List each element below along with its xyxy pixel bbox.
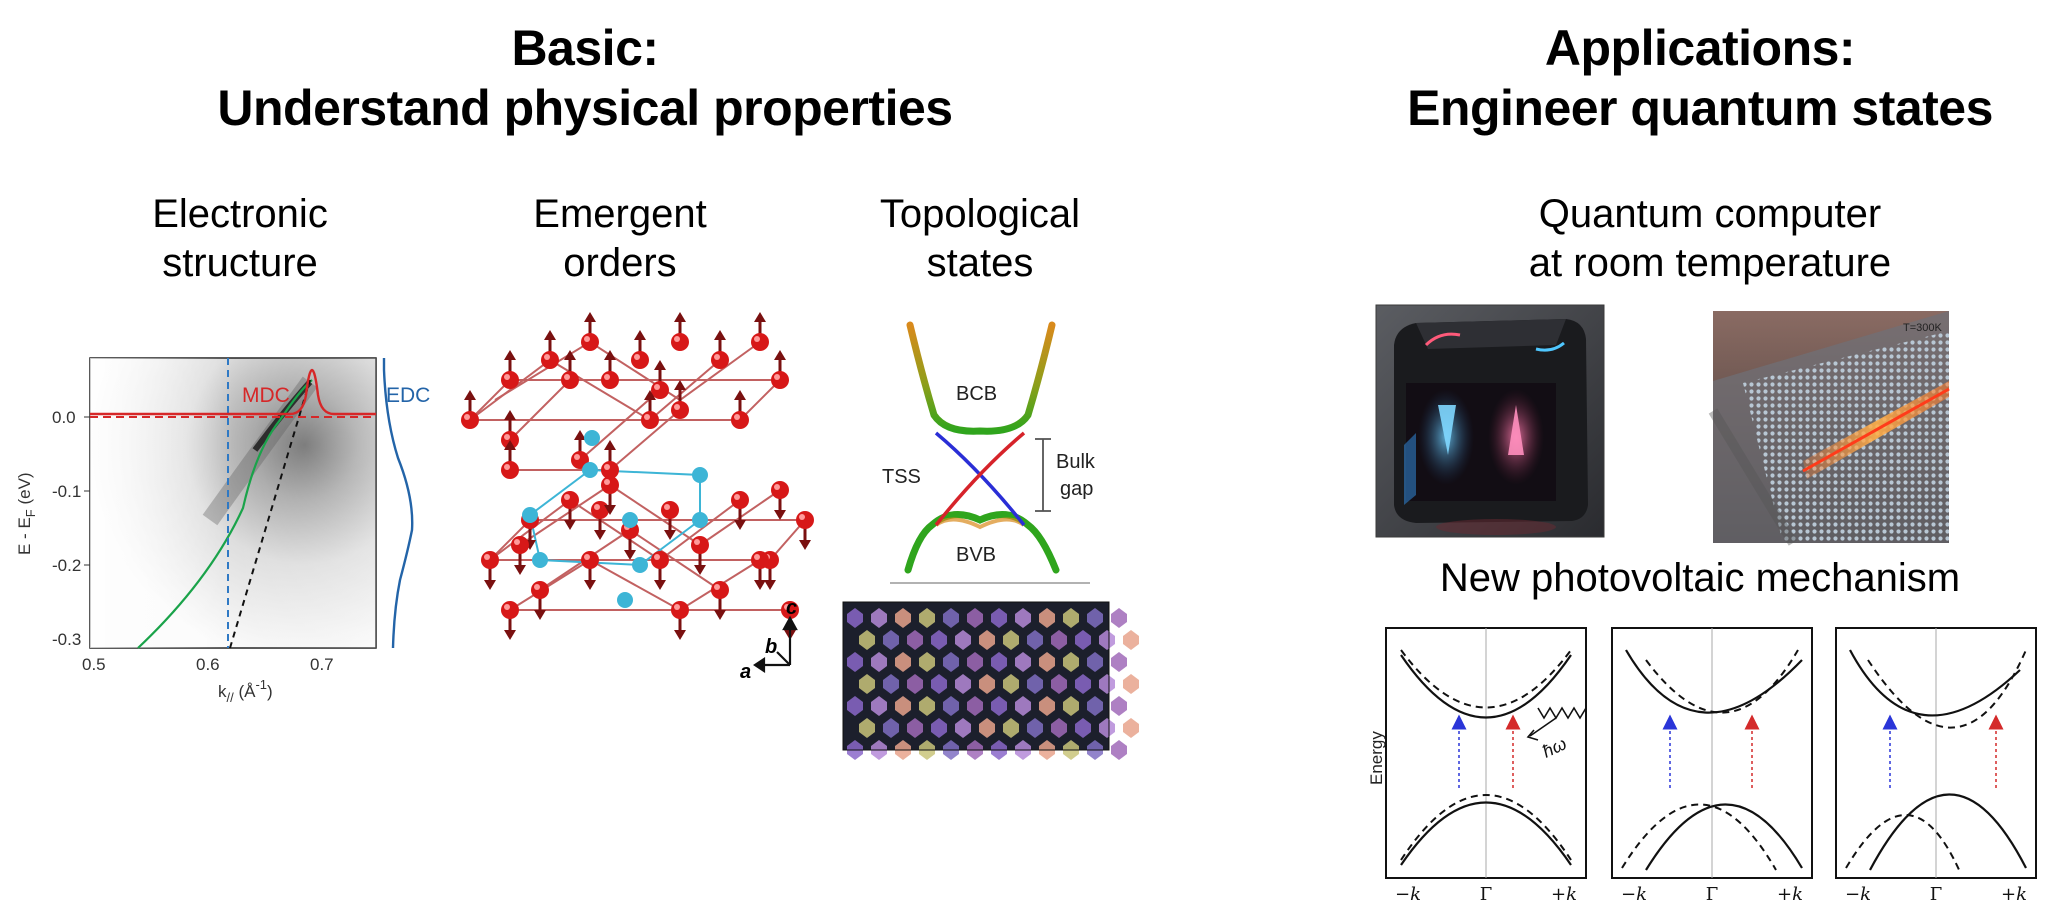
- y-tick-1: -0.1: [52, 482, 81, 501]
- bvb-band: [904, 511, 1060, 574]
- energy-panel-3: [1835, 627, 2037, 879]
- quantum-cube-image: [1375, 304, 1605, 538]
- axis-c-label: c: [786, 597, 797, 619]
- bulk-gap-line1: Bulk: [1056, 451, 1096, 473]
- emergent-line2: orders: [563, 241, 677, 285]
- bcb-label: BCB: [956, 383, 997, 405]
- y-tick-0: 0.0: [52, 408, 76, 427]
- bcb-band: [906, 321, 1056, 435]
- k-tick-label: Γ: [1930, 884, 1943, 902]
- tss-red: [934, 431, 1026, 527]
- kagome-tiles: [847, 608, 1139, 760]
- energy-panel-1: ħω: [1385, 627, 1587, 879]
- k-tick-label: +k: [1777, 884, 1803, 902]
- emergent-orders-heading: Emergent orders: [470, 190, 770, 288]
- k-tick-labels: −k Γ +k −k Γ +k −k Γ +k: [1395, 884, 2027, 902]
- right-heading-line1: Applications:: [1544, 20, 1856, 76]
- electronic-structure-heading: Electronic structure: [90, 190, 390, 288]
- emergent-line1: Emergent: [533, 192, 707, 236]
- kagome-material-image: [842, 601, 1139, 760]
- k-tick-label: Γ: [1480, 884, 1493, 902]
- temperature-label: T=300K: [1903, 322, 1942, 334]
- topological-band-diagram: BCB BVB TSS Bulk gap: [882, 321, 1096, 584]
- right-heading-line2: Engineer quantum states: [1407, 80, 1993, 136]
- k-tick-label: −k: [1621, 884, 1647, 902]
- spin-sites: [461, 312, 814, 640]
- axis-b-label: b: [765, 636, 777, 658]
- left-heading-line1: Basic:: [511, 20, 659, 76]
- quantum-line2: at room temperature: [1528, 241, 1892, 285]
- electronic-line1: Electronic: [152, 192, 328, 236]
- y-tick-2: -0.2: [52, 556, 81, 575]
- k-tick-label: +k: [2001, 884, 2027, 902]
- k-tick-label: −k: [1845, 884, 1871, 902]
- black-dashed-dispersion: [229, 379, 311, 649]
- kagome-lattice-illustration: c b a: [461, 312, 814, 683]
- mdc-label: MDC: [242, 384, 290, 407]
- topological-line1: Topological: [879, 192, 1081, 236]
- crystal-axes: [753, 615, 798, 674]
- quantum-chip-image: T=300K: [1708, 311, 1950, 546]
- k-tick-label: Γ: [1706, 884, 1719, 902]
- photovoltaic-heading: New photovoltaic mechanism: [1439, 556, 1961, 600]
- tss-label: TSS: [882, 466, 921, 488]
- k-tick-label: −k: [1395, 884, 1421, 902]
- y-axis-label: E - EF (eV): [15, 472, 38, 555]
- right-heading: Applications: Engineer quantum states: [1380, 18, 2020, 138]
- arpes-plot: MDC EDC 0.0 -0.1 -0.2 -0.3 0.5 0.6 0.7 k…: [15, 357, 430, 705]
- green-dispersion-line: [137, 379, 313, 649]
- bulk-gap-line2: gap: [1060, 478, 1093, 500]
- quantum-computer-heading: Quantum computer at room temperature: [1460, 190, 1960, 288]
- x-tick-1: 0.6: [196, 655, 220, 674]
- ion-sites: [522, 430, 708, 608]
- x-axis-label: k// (Å-1): [218, 677, 273, 705]
- k-tick-label: +k: [1551, 884, 1577, 902]
- edc-curve: [382, 358, 414, 649]
- energy-panel-2: [1611, 627, 1813, 879]
- y-tick-3: -0.3: [52, 630, 81, 649]
- mdc-curve: [90, 368, 376, 416]
- left-heading-line2: Understand physical properties: [217, 80, 953, 136]
- bvb-label: BVB: [956, 544, 996, 566]
- electronic-line2: structure: [162, 241, 318, 285]
- energy-ylabel: Energy: [1367, 731, 1386, 785]
- topological-line2: states: [926, 241, 1034, 285]
- quantum-line1: Quantum computer: [1538, 192, 1882, 236]
- energy-band-diagrams: Energy ħω −k Γ +k −k Γ +k −k Γ +k: [1367, 627, 2037, 902]
- axis-a-label: a: [740, 661, 751, 683]
- edc-label: EDC: [386, 384, 430, 407]
- topological-states-heading: Topological states: [840, 190, 1120, 288]
- x-tick-2: 0.7: [310, 655, 334, 674]
- left-heading: Basic: Understand physical properties: [140, 18, 1030, 138]
- x-tick-0: 0.5: [82, 655, 106, 674]
